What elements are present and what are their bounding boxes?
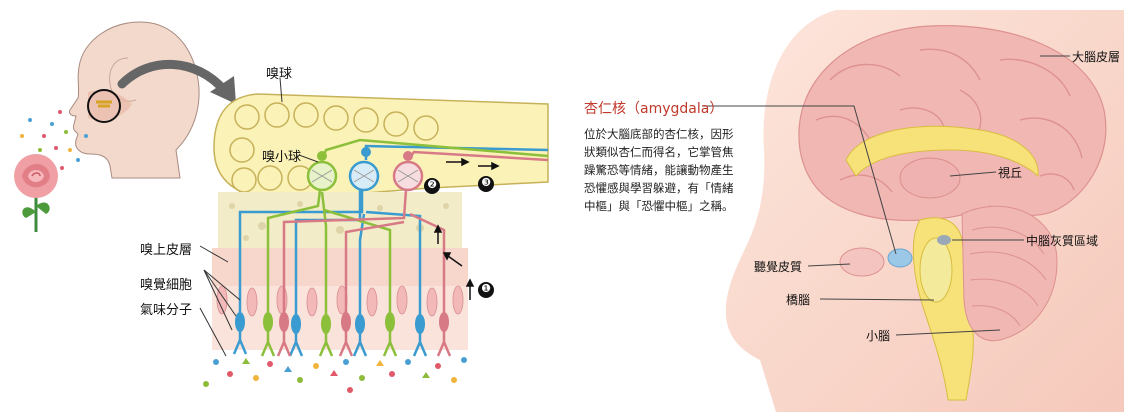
label-cerebellum: 小腦 [866,327,890,344]
label-midbrain-gray: 中腦灰質區域 [1026,232,1098,249]
amygdala-desc-line: 位於大腦底部的杏仁核，因形 [584,125,750,143]
label-pons: 橋腦 [786,291,810,308]
amygdala-desc-line: 躁驚恐等情緒，能讓動物產生 [584,161,750,179]
midbrain-gray-region [937,235,951,245]
odor-molecules [203,357,467,393]
label-cerebral-cortex: 大腦皮層 [1072,48,1120,65]
amygdala-desc-line: 恐懼感與學習躲避，有「情緒 [584,179,750,197]
label-olfactory-bulb: 嗅球 [266,63,292,82]
amygdala [888,249,912,267]
amygdala-desc-line: 中樞」與「恐懼中樞」之稱。 [584,197,750,215]
label-olfactory-epithelium: 嗅上皮層 [140,239,192,258]
amygdala-title: 杏仁核（amygdala） [584,98,723,118]
olfactory-epithelium [212,248,468,286]
glomeruli [308,147,422,190]
label-thalamus: 視丘 [998,164,1022,181]
label-auditory-cortex: 聽覺皮質 [754,258,802,275]
pons [920,238,952,302]
thalamus [900,158,960,198]
label-odor-molecules: 氣味分子 [140,299,192,318]
step-marker-1-text: ❶ [480,282,492,295]
label-olfactory-receptor-cells: 嗅覺細胞 [140,274,192,293]
amygdala-description: 位於大腦底部的杏仁核，因形 狀類似杏仁而得名，它掌管焦 躁驚恐等情緒，能讓動物產… [584,125,750,215]
face-profile-icon [69,22,199,178]
rose-icon [14,154,58,232]
step-marker-2-text: ❷ [426,178,438,191]
amygdala-desc-line: 狀類似杏仁而得名，它掌管焦 [584,143,750,161]
step-marker-3-text: ❸ [480,176,492,189]
label-glomerulus: 嗅小球 [262,146,301,165]
